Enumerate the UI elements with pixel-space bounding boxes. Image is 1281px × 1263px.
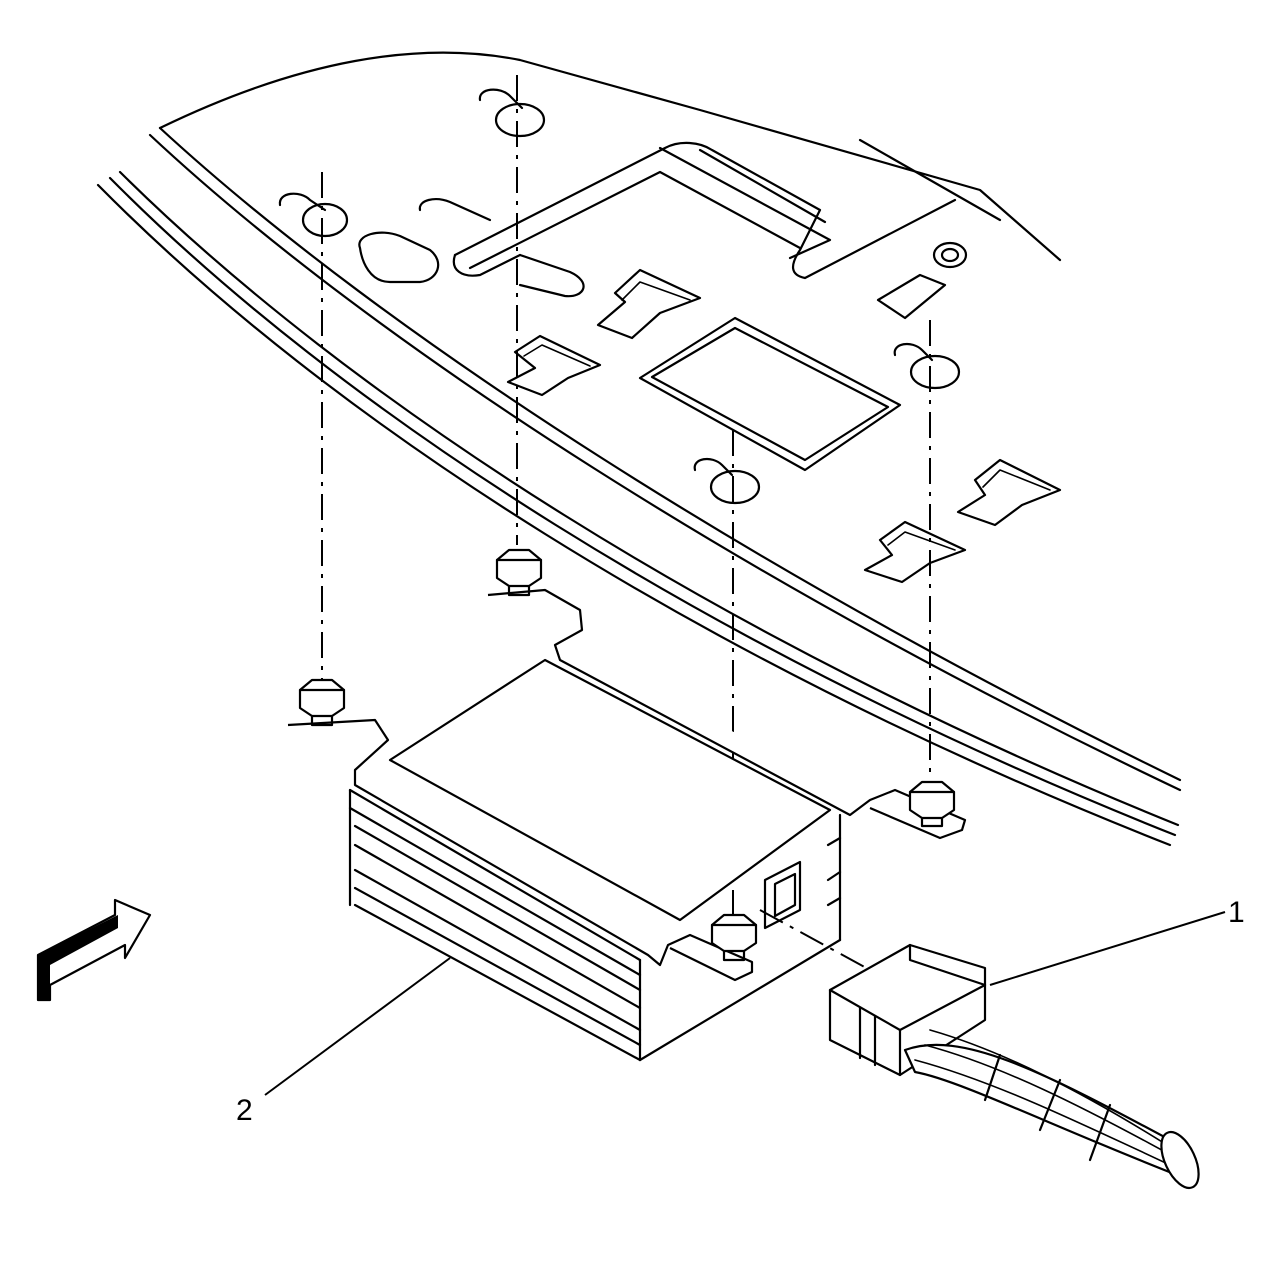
mounting-panel — [158, 51, 1062, 298]
callout-2-label: 2 — [236, 1094, 253, 1127]
callout-connector: 1 — [989, 896, 1245, 986]
callout-module: 2 — [236, 957, 451, 1127]
arrow-icon — [36, 898, 152, 1002]
nut — [710, 913, 758, 962]
keyhole-slots — [278, 88, 961, 505]
nut — [298, 678, 346, 727]
nut — [908, 780, 956, 828]
body-rail — [96, 126, 1182, 847]
callout-1-label: 1 — [1228, 896, 1245, 929]
harness-connector — [828, 943, 1200, 1190]
t-cutouts — [506, 268, 1062, 584]
nut — [495, 548, 543, 597]
